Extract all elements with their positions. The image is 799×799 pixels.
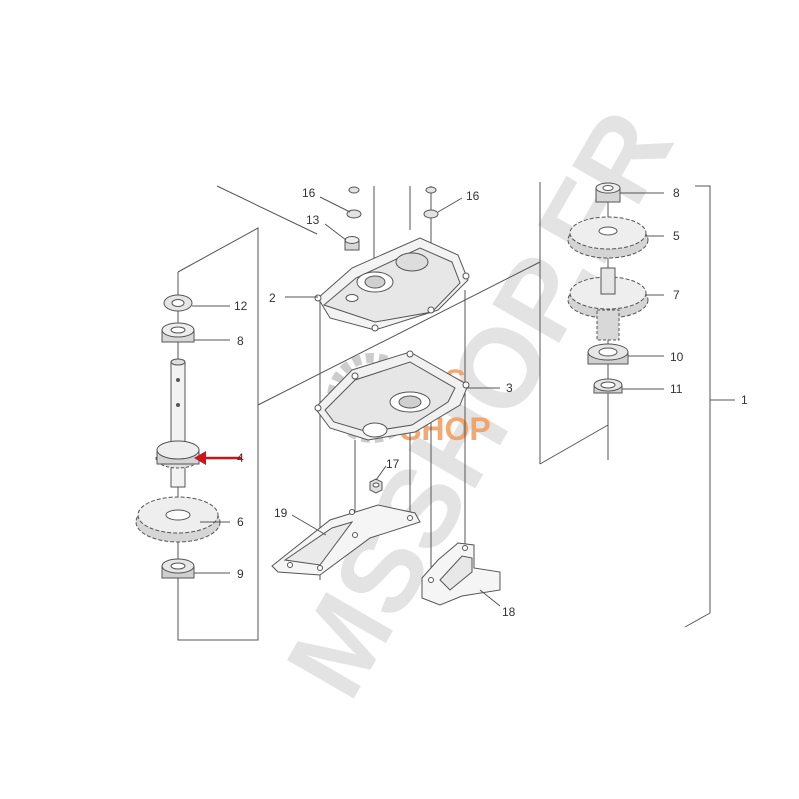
part-12-washer xyxy=(163,294,193,312)
part-3-gearbox-housing xyxy=(314,350,470,441)
label-part-8-right: 8 xyxy=(673,186,680,200)
label-part-7: 7 xyxy=(673,288,680,302)
part-17-nut xyxy=(369,478,383,494)
part-5-gear xyxy=(567,216,649,259)
part-10-bearing xyxy=(587,343,629,365)
label-part-11: 11 xyxy=(670,382,683,396)
part-8-bearing-right xyxy=(595,182,621,203)
part-6-gear xyxy=(135,496,221,543)
red-arrow-icon xyxy=(194,451,242,465)
part-4-pinion-shaft xyxy=(155,358,201,488)
callout-labels: 1 2 3 4 5 6 7 8 8 9 10 11 12 13 16 16 17… xyxy=(234,186,748,619)
part-16-washer-right xyxy=(423,186,439,219)
label-part-1: 1 xyxy=(741,393,748,407)
label-part-18: 18 xyxy=(502,605,516,619)
label-part-10: 10 xyxy=(670,350,684,364)
part-8-bearing-left xyxy=(161,322,195,343)
part-9-bearing xyxy=(161,558,195,579)
label-part-9: 9 xyxy=(237,567,244,581)
label-part-19: 19 xyxy=(274,506,288,520)
part-11-seal xyxy=(593,378,623,394)
label-part-4: 4 xyxy=(237,451,244,465)
part-19-bracket xyxy=(271,504,421,576)
part-13-seal xyxy=(344,236,360,251)
part-16-washer-left xyxy=(346,186,362,219)
leader-lines xyxy=(192,192,664,607)
label-part-8-left: 8 xyxy=(237,334,244,348)
label-part-13: 13 xyxy=(306,213,320,227)
right-shaft-assembly xyxy=(567,182,649,394)
part-7-gear-shaft xyxy=(567,267,649,341)
label-part-16-left: 16 xyxy=(302,186,316,200)
label-part-12: 12 xyxy=(234,299,248,313)
part-2-gearbox-cover xyxy=(314,237,470,332)
label-part-3: 3 xyxy=(506,381,513,395)
gearbox-assembly xyxy=(271,186,501,606)
label-part-5: 5 xyxy=(673,229,680,243)
part-18-bracket xyxy=(421,542,501,606)
label-part-16-right: 16 xyxy=(466,189,480,203)
label-part-6: 6 xyxy=(237,515,244,529)
label-part-17: 17 xyxy=(386,457,400,471)
label-part-2: 2 xyxy=(269,291,276,305)
left-shaft-assembly xyxy=(135,294,221,579)
